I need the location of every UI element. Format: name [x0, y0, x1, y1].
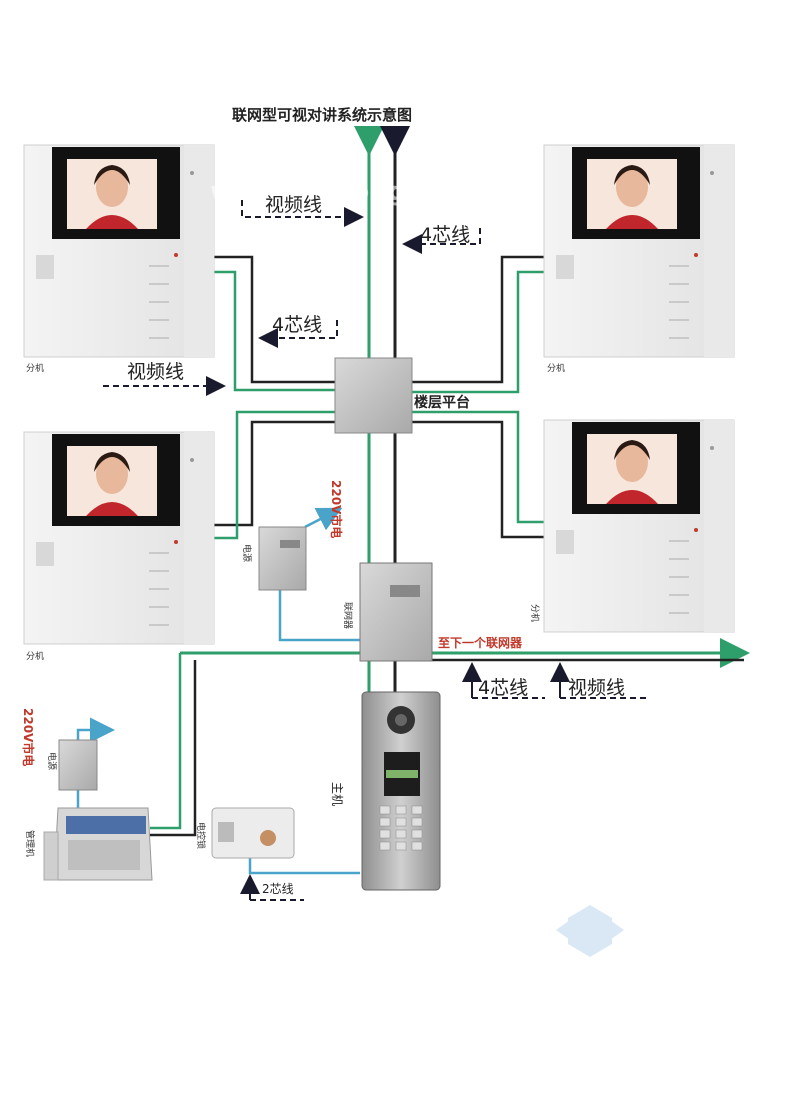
- extension-monitor-mid-right: [543, 419, 735, 633]
- label-video-line-mid: 视频线: [127, 361, 184, 383]
- label-video-line-bottom: 视频线: [568, 677, 625, 699]
- extension-monitor-mid-left: [23, 431, 215, 645]
- label-floor-platform: 楼层平台: [414, 394, 470, 411]
- label-to-next-router: 至下一个联网器: [438, 635, 523, 650]
- main-door-unit: [361, 691, 441, 891]
- label-power-supply-mid: 电源: [241, 544, 253, 562]
- label-management-machine: 管理机: [24, 830, 36, 857]
- extension-monitor-top-right: [543, 144, 735, 358]
- label-four-core-bottom: 4芯线: [478, 677, 528, 699]
- label-main-unit: 主机: [330, 782, 344, 806]
- label-network-router: 联网器: [342, 602, 353, 629]
- extension-monitor-top-left: [23, 144, 215, 358]
- label-extension-top-right: 分机: [547, 362, 565, 374]
- label-four-core-top: 4芯线: [420, 224, 470, 246]
- watermark: www.zhulong.com: [210, 177, 477, 207]
- power-supply-box-2: [58, 739, 98, 791]
- label-four-core-mid: 4芯线: [272, 314, 322, 336]
- floor-platform-box: [334, 357, 413, 434]
- label-extension-mid-left: 分机: [26, 650, 44, 662]
- network-router-box: [359, 562, 433, 662]
- label-video-line-top: 视频线: [265, 194, 322, 216]
- watermark-snowflake-icon: [556, 905, 624, 957]
- label-electric-lock: 电控锁: [195, 822, 207, 849]
- label-power-220v-left: 220V市电: [21, 708, 36, 766]
- label-extension-top-left: 分机: [26, 362, 44, 374]
- label-power-supply-left: 电源: [46, 752, 58, 770]
- power-supply-box: [258, 526, 307, 591]
- label-power-220v-mid: 220V市电: [329, 480, 344, 538]
- label-two-core: 2芯线: [262, 882, 294, 896]
- management-machine: [43, 807, 153, 881]
- electric-lock: [211, 807, 295, 859]
- label-extension-mid-right: 分机: [529, 604, 541, 622]
- diagram-title: 联网型可视对讲系统示意图: [232, 106, 412, 124]
